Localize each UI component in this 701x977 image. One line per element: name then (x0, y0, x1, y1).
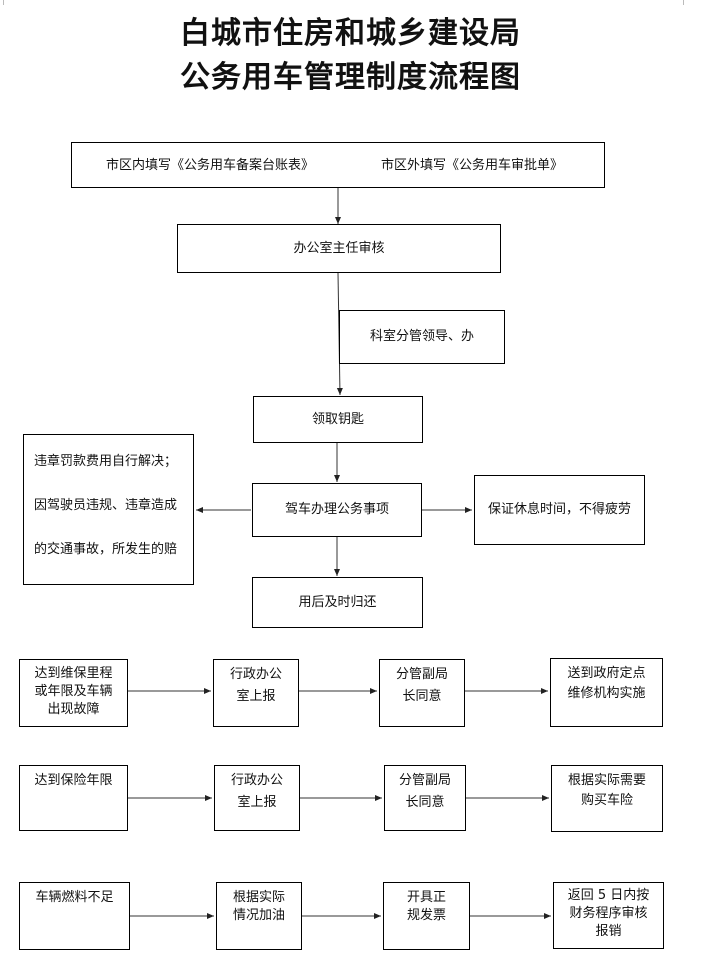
fuel-reimburse-line: 报销 (595, 924, 622, 939)
maintenance-trigger-box: 达到维保里程 或年限及车辆 出现故障 (19, 659, 128, 727)
insurance-trigger-line: 达到保险年限 (34, 773, 113, 788)
maintenance-report-line: 室上报 (236, 689, 276, 704)
insurance-approve-line: 长同意 (405, 795, 445, 810)
fuel-reimburse-box: 返回 5 日内按 财务程序审核 报销 (553, 882, 664, 949)
fill-in-city-label: 市区内填写《公务用车备案台账表》 (106, 158, 315, 173)
violation-line-3: 的交通事故，所发生的赔 (34, 542, 178, 557)
rest-note-label: 保证休息时间，不得疲劳 (487, 502, 631, 517)
section-leader-label: 科室分管领导、办 (369, 329, 474, 344)
corner-mark (683, 0, 684, 5)
get-key-label: 领取钥匙 (311, 411, 364, 427)
director-review-label: 办公室主任审核 (293, 240, 385, 256)
maintenance-trigger-line: 达到维保里程 (34, 666, 113, 681)
insurance-report-box: 行政办公 室上报 (214, 765, 300, 831)
page-title: 白城市住房和城乡建设局 (180, 16, 521, 51)
maintenance-approve-line: 长同意 (402, 689, 442, 704)
page-subtitle: 公务用车管理制度流程图 (180, 60, 521, 95)
rest-note-box: 保证休息时间，不得疲劳 (474, 475, 645, 545)
insurance-approve-line: 分管副局 (398, 773, 451, 788)
insurance-report-line: 行政办公 (230, 773, 283, 788)
return-car-box: 用后及时归还 (252, 577, 423, 628)
fuel-refuel-line: 根据实际 (232, 890, 285, 905)
maintenance-approve-line: 分管副局 (395, 667, 448, 682)
maintenance-trigger-line: 出现故障 (47, 702, 100, 717)
violation-note-box: 违章罚款费用自行解决； 因驾驶员违规、违章造成 的交通事故，所发生的赔 (23, 434, 194, 585)
fuel-invoice-line: 开具正 (406, 890, 446, 905)
corner-mark (3, 0, 4, 5)
fuel-reimburse-line: 财务程序审核 (569, 906, 648, 921)
fuel-reimburse-line: 返回 5 日内按 (567, 888, 650, 903)
return-car-label: 用后及时归还 (298, 594, 377, 610)
fill-form-box: 市区内填写《公务用车备案台账表》 市区外填写《公务用车审批单》 (71, 142, 605, 188)
maintenance-action-line: 送到政府定点 (567, 666, 646, 681)
maintenance-approve-box: 分管副局 长同意 (379, 659, 465, 727)
maintenance-action-line: 维修机构实施 (567, 686, 646, 701)
fill-out-city-label: 市区外填写《公务用车审批单》 (381, 158, 564, 173)
maintenance-trigger-line: 或年限及车辆 (34, 684, 113, 699)
fuel-invoice-line: 规发票 (406, 908, 446, 923)
get-key-box: 领取钥匙 (253, 396, 423, 443)
director-review-box: 办公室主任审核 (177, 224, 501, 273)
fuel-trigger-line: 车辆燃料不足 (35, 890, 114, 905)
maintenance-action-box: 送到政府定点 维修机构实施 (550, 658, 663, 727)
insurance-trigger-box: 达到保险年限 (19, 765, 128, 831)
violation-line-2: 因驾驶员违规、违章造成 (34, 498, 178, 513)
fuel-refuel-line: 情况加油 (232, 908, 285, 923)
insurance-approve-box: 分管副局 长同意 (384, 765, 466, 831)
insurance-action-box: 根据实际需要 购买车险 (551, 765, 663, 832)
fuel-invoice-box: 开具正 规发票 (383, 882, 470, 950)
section-leader-box: 科室分管领导、办 (339, 310, 505, 364)
fuel-trigger-box: 车辆燃料不足 (19, 882, 130, 950)
fuel-refuel-box: 根据实际 情况加油 (216, 882, 302, 950)
violation-line-1: 违章罚款费用自行解决； (34, 454, 178, 469)
insurance-action-line: 根据实际需要 (567, 773, 646, 788)
maintenance-report-box: 行政办公 室上报 (213, 659, 299, 727)
maintenance-report-line: 行政办公 (229, 667, 282, 682)
insurance-action-line: 购买车险 (580, 793, 633, 808)
drive-business-label: 驾车办理公务事项 (284, 502, 389, 517)
insurance-report-line: 室上报 (237, 795, 277, 810)
drive-business-box: 驾车办理公务事项 (252, 483, 422, 537)
